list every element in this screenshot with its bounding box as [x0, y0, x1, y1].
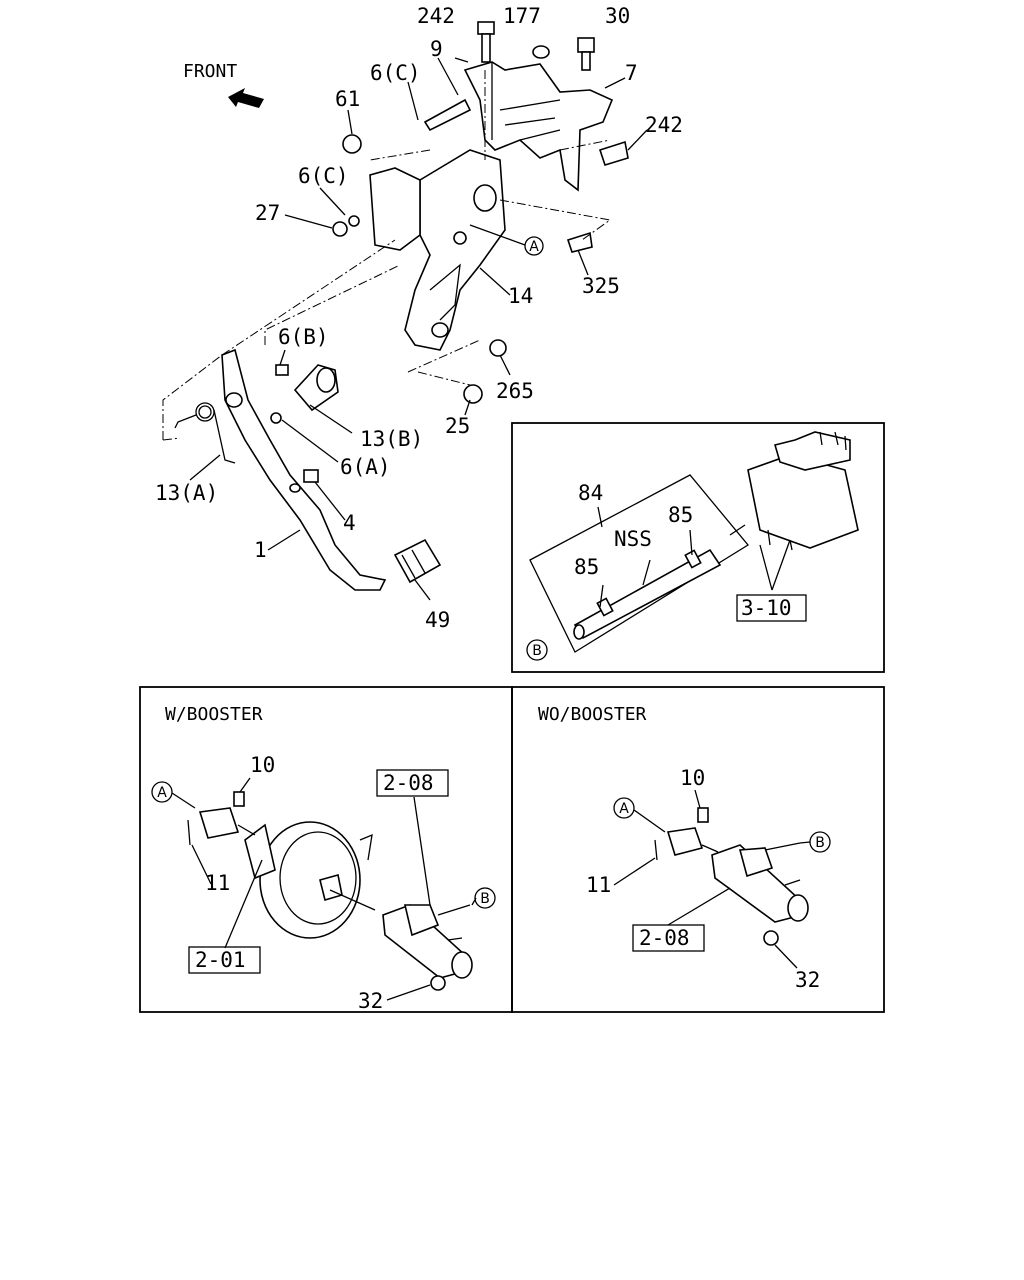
pedal-support-14: [369, 149, 506, 351]
callout-11-wob: 11: [586, 873, 611, 897]
callout-85-lower: 85: [574, 555, 599, 579]
leader-11-wb: [191, 844, 212, 885]
leader-11-wob: [613, 857, 656, 886]
callout-9: 9: [430, 37, 443, 61]
without-booster-title: WO/BOOSTER: [538, 704, 647, 725]
ref-2-08-wb-text: 2-08: [383, 771, 434, 795]
with-booster-title: W/BOOSTER: [165, 704, 263, 725]
callout-6c-top: 6(C): [370, 61, 421, 85]
callout-242-top: 242: [417, 4, 455, 28]
callout-177: 177: [503, 4, 541, 28]
front-label: FRONT: [183, 61, 237, 82]
brake-booster: [244, 821, 376, 939]
ref-circle-a-wob: [613, 797, 635, 819]
pushrod-clevis-wo-booster: [654, 807, 719, 861]
label-nss: NSS: [614, 527, 652, 551]
leader-32-wob: [774, 944, 798, 969]
callout-61: 61: [335, 87, 360, 111]
ref-circle-a-main-text: A: [529, 239, 539, 255]
master-cylinder-wo-booster: [711, 842, 809, 946]
callout-6b: 6(B): [278, 325, 329, 349]
leader-a-wb: [171, 792, 196, 809]
callout-49: 49: [425, 608, 450, 632]
callout-10-wb: 10: [250, 753, 275, 777]
pedal-pad-49: [393, 538, 442, 584]
spring-13a: [174, 402, 236, 464]
leader-2-08-wb: [413, 796, 431, 906]
callout-265: 265: [496, 379, 534, 403]
booster-pushrod-clevis: [187, 791, 256, 846]
assembly-guide-lines: [162, 70, 612, 441]
ref-2-01-text: 2-01: [195, 948, 246, 972]
ref-circle-b-reservoir-text: B: [532, 643, 542, 659]
without-booster-panel-frame: [511, 686, 885, 1013]
callout-32-wb: 32: [358, 989, 383, 1013]
leader-b-wob: [799, 841, 811, 844]
callout-6c-mid: 6(C): [298, 164, 349, 188]
callout-25: 25: [445, 414, 470, 438]
leader-2-08-wob: [667, 887, 731, 926]
ref-circle-a-wob-text: A: [619, 801, 629, 817]
front-arrow-icon: [228, 88, 264, 108]
callout-14: 14: [508, 284, 533, 308]
ref-circle-a-wb: [151, 781, 173, 803]
callout-242-right: 242: [645, 113, 683, 137]
leader-84: [597, 506, 603, 528]
callout-4: 4: [343, 511, 356, 535]
ref-box-2-08-wb: [376, 769, 449, 797]
ref-3-10-text: 3-10: [741, 596, 792, 620]
small-fasteners: [270, 21, 629, 483]
callout-32-wob: 32: [795, 968, 820, 992]
callout-325: 325: [582, 274, 620, 298]
callout-11-wb: 11: [205, 871, 230, 895]
callout-84: 84: [578, 481, 603, 505]
ref-circle-b-reservoir: [526, 639, 548, 661]
reservoir-hose-group: [529, 474, 749, 653]
ref-2-08-wob-text: 2-08: [639, 926, 690, 950]
callout-13a: 13(A): [155, 481, 218, 505]
ref-box-2-08-wob: [632, 924, 705, 952]
bracket-7: [463, 61, 614, 192]
bushing-13b: [293, 364, 339, 412]
callout-10-wob: 10: [680, 766, 705, 790]
master-cylinder-w-booster: [382, 904, 473, 991]
callout-6a: 6(A): [340, 455, 391, 479]
callout-27: 27: [255, 201, 280, 225]
leader-10-wob: [694, 789, 701, 809]
clutch-pedal-arm-1: [221, 348, 387, 591]
leader-2-01: [224, 859, 263, 949]
leader-a-wob: [633, 809, 666, 833]
callout-30: 30: [605, 4, 630, 28]
callout-1: 1: [254, 538, 267, 562]
callout-85-upper: 85: [668, 503, 693, 527]
ref-box-3-10: [736, 594, 807, 622]
ref-circle-a-main: [524, 236, 544, 256]
ref-circle-b-wb-text: B: [480, 891, 490, 907]
leader-32-wb: [386, 984, 431, 1001]
callout-7: 7: [625, 61, 638, 85]
ref-circle-b-wb: [474, 887, 496, 909]
reservoir-panel-frame: [511, 422, 885, 673]
leader-lines-main: [189, 57, 648, 601]
ref-box-2-01: [188, 946, 261, 974]
leader-10-wb: [239, 777, 251, 793]
ref-circle-b-wob-text: B: [815, 835, 825, 851]
ref-circle-b-wob: [809, 831, 831, 853]
fluid-reservoir: [729, 431, 859, 591]
callout-13b: 13(B): [360, 427, 423, 451]
ref-circle-a-wb-text: A: [157, 785, 167, 801]
